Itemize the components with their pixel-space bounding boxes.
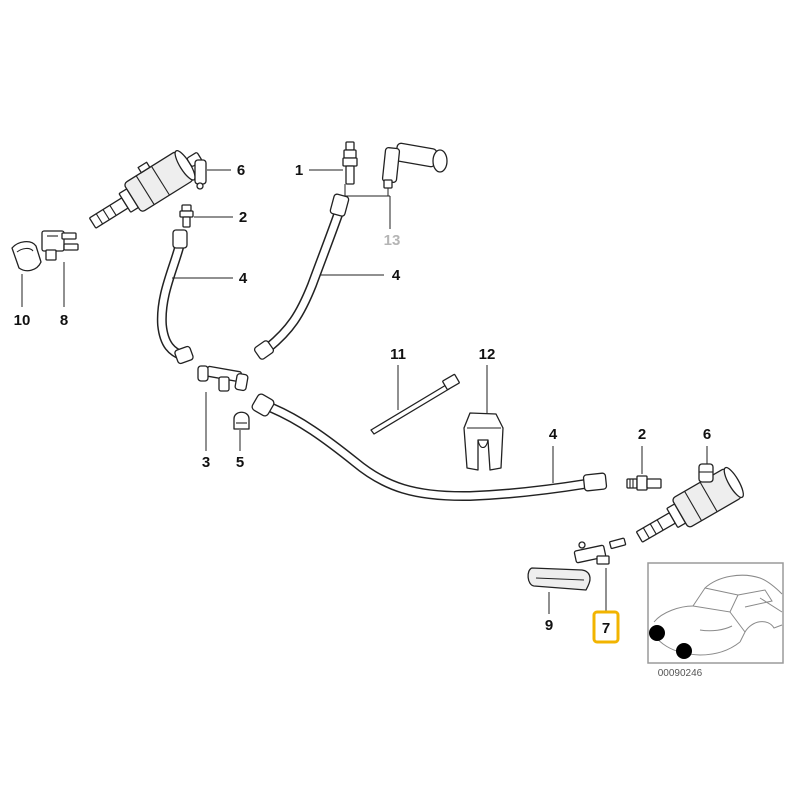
callout-label-bracket-left: 8 — [60, 312, 68, 329]
washer-nozzle-left — [89, 150, 203, 229]
callout-label-hose-right: 4 — [549, 426, 558, 443]
fitting-part-1 — [342, 141, 358, 185]
location-inset — [647, 562, 784, 664]
bracket-part-8 — [41, 230, 79, 261]
leader-bracket — [344, 184, 390, 197]
callout-label-cable-tie: 11 — [390, 346, 406, 363]
cable-tie-part-11 — [370, 373, 460, 435]
hose-part-4-middle — [253, 193, 350, 360]
callout-label-nozzle-left: 6 — [237, 162, 245, 179]
callout-labels: 6 2 4 10 8 1 13 4 11 12 3 5 4 2 6 9 7 — [14, 162, 711, 644]
nozzle-elbow-part-13 — [381, 142, 448, 189]
hose-part-4-right — [251, 393, 608, 502]
callout-label-nozzle-right: 6 — [703, 426, 711, 443]
reference-number: 00090246 — [658, 668, 703, 679]
callout-label-clip: 5 — [236, 454, 244, 471]
hose-clip-part-5 — [233, 411, 250, 430]
callout-label-hose-middle: 4 — [392, 267, 401, 284]
washer-nozzle-right — [636, 466, 744, 543]
headlight-washer-marker-right — [676, 643, 692, 659]
highlight-box — [592, 610, 620, 644]
bracket-part-7 — [573, 537, 627, 565]
callout-label-cover-left: 10 — [14, 312, 31, 329]
nozzle-connector-right — [698, 463, 714, 483]
callout-label-t-piece: 3 — [202, 454, 210, 471]
hose-holder-part-12 — [463, 412, 504, 471]
callout-label-fitting-top: 1 — [295, 162, 303, 179]
fitting-part-2-left — [179, 204, 194, 228]
cover-part-9 — [527, 567, 591, 591]
callout-label-bracket-right-highlighted: 7 — [602, 620, 610, 637]
inset-frame — [647, 562, 784, 664]
callout-label-fitting-right: 2 — [638, 426, 646, 443]
callout-label-elbow-top: 13 — [384, 232, 401, 249]
t-piece-part-3 — [197, 365, 249, 392]
nozzle-elbow-left — [194, 159, 207, 190]
callout-label-hose-holder: 12 — [479, 346, 496, 363]
callout-label-cover-right: 9 — [545, 617, 553, 634]
headlight-washer-marker-left — [649, 625, 665, 641]
leader-lines — [21, 169, 708, 614]
cover-part-10 — [11, 241, 42, 272]
callout-label-fitting-left: 2 — [239, 209, 247, 226]
hose-part-4-left — [156, 229, 194, 365]
fitting-part-2-right — [626, 475, 662, 491]
callout-label-hose-left: 4 — [239, 270, 248, 287]
